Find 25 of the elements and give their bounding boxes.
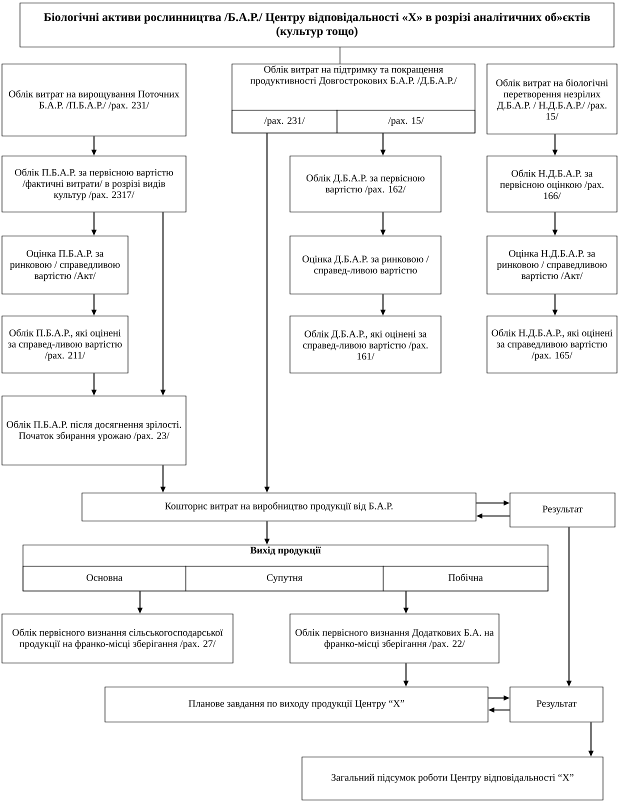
process-box: Облік первісного визнання Додаткових Б.А. на франко-місці зберігання /рах. 22/ <box>290 614 500 664</box>
process-box: Оцінка П.Б.А.Р. за ринковою / справедливою вартістю /Акт/ <box>2 236 128 294</box>
process-box: Облік Д.Б.А.Р., які оцінені за справед-ливою вартістю /рах. 161/ <box>290 316 442 374</box>
process-box: Облік П.Б.А.Р. після досягнення зрілості. Початок збирання урожаю /рах. 23/ <box>2 396 186 466</box>
process-box: Оцінка Н.Д.Б.А.Р. за ринковою / справедливою вартістю /Акт/ <box>486 236 618 294</box>
process-box: Загальний підсумок роботи Центру відповідальності “X” <box>302 756 604 800</box>
table-cell: Супутня <box>186 566 384 592</box>
process-box: Планове завдання по виходу продукції Центру “X” <box>104 686 488 722</box>
table-cell: Побічна <box>382 566 548 592</box>
table-cell: Основна <box>22 566 186 592</box>
process-box: Облік первісного визнання сільськогосподарської продукції на франко-місці зберігання /рах. 27/ <box>2 614 234 664</box>
process-box: Кошторис витрат на виробництво продукції від Б.А.Р. <box>82 492 476 522</box>
process-box: Облік П.Б.А.Р. за первісною вартістю /фактичні витрати/ в розрізі видів культур /рах. 2317/ <box>2 156 186 212</box>
process-box: Оцінка Д.Б.А.Р. за ринковою / справед-ливою вартістю <box>290 236 442 294</box>
title-box: Біологічні активи рослинництва /Б.А.Р./ Центру відповідальності «Х» в розрізі аналітичних об»єктів (культур тощо) <box>20 2 614 48</box>
process-box: Облік витрат на біологічні перетворення незрілих Д.Б.А.Р. / Н.Д.Б.А.Р./ /рах. 15/ <box>486 64 618 134</box>
process-box: Облік Н.Д.Б.А.Р. за первісною оцінкою /рах. 166/ <box>486 156 618 212</box>
process-box: Результат <box>510 492 616 528</box>
table-cell: /рах. 231/ <box>232 110 338 134</box>
process-box: Облік Н.Д.Б.А.Р., які оцінені за справедливою вартістю /рах. 165/ <box>486 316 618 374</box>
process-box: Облік П.Б.А.Р., які оцінені за справед-ливою вартістю /рах. 211/ <box>2 316 128 374</box>
process-box: Облік витрат на вирощування Поточних Б.А.Р. /П.Б.А.Р./ /рах. 231/ <box>2 64 186 136</box>
process-box: Облік Д.Б.А.Р. за первісною вартістю /рах. 162/ <box>290 156 442 212</box>
table-cell: /рах. 15/ <box>336 110 476 134</box>
process-box: Результат <box>510 686 604 722</box>
